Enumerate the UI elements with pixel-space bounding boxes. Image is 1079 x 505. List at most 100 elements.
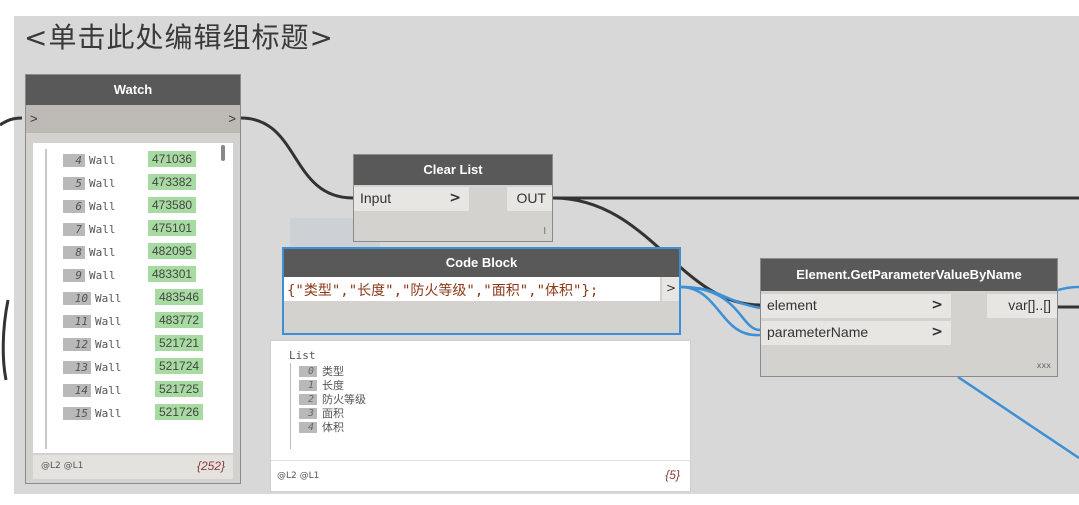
list-item: 13 Wall: [63, 356, 122, 378]
clear-list-title: Clear List: [423, 162, 483, 177]
list-item-value: 483546: [155, 289, 204, 305]
list-item-value: 521726: [155, 404, 204, 420]
wire-into-watch: [0, 116, 23, 127]
list-index: 13: [63, 360, 91, 374]
group-title[interactable]: <单击此处编辑组标题>: [24, 21, 334, 54]
get-parameter-output-port[interactable]: var[]..[]: [987, 294, 1057, 318]
chevron-right-icon: >: [449, 190, 461, 206]
watch-scrollbar[interactable]: [221, 145, 225, 161]
list-index: 10: [63, 291, 91, 305]
clear-list-header[interactable]: Clear List: [354, 155, 552, 185]
list-item-name: Wall: [95, 383, 122, 397]
list-item-value: 类型: [322, 365, 344, 378]
list-item-name: Wall: [95, 314, 122, 328]
chevron-right-icon: >: [666, 281, 677, 295]
list-item-name: Wall: [89, 222, 116, 236]
list-item-name: Wall: [89, 199, 116, 213]
list-index: 0: [299, 365, 317, 377]
list-index: 5: [63, 176, 85, 190]
output-port-label: OUT: [516, 190, 546, 206]
wire-codeblock-to-param1: [679, 285, 761, 337]
list-item-name: Wall: [95, 337, 122, 351]
preview-rail: [290, 363, 291, 449]
code-block-title: Code Block: [445, 255, 518, 270]
input-port-label: element: [767, 297, 817, 313]
preview-count: {5}: [665, 468, 680, 482]
list-item-value: 471036: [148, 151, 197, 167]
code-block-header[interactable]: Code Block: [284, 249, 679, 277]
watch-levels: @L2 @L1: [41, 461, 84, 471]
code-block-output-port[interactable]: >: [662, 277, 679, 301]
list-item-value: 473382: [148, 174, 197, 190]
preview-list-header: List: [289, 349, 316, 362]
list-index: 15: [63, 406, 91, 420]
list-item-value: 521721: [155, 335, 204, 351]
list-index: 2: [299, 393, 317, 405]
clear-list-input-port[interactable]: Input >: [354, 187, 469, 211]
clear-list-output-port[interactable]: OUT: [507, 187, 552, 211]
watch-header[interactable]: Watch: [26, 75, 240, 105]
lacing-indicator: xxx: [1036, 361, 1051, 370]
list-item-value: 体积: [322, 421, 344, 434]
list-item-value: 475101: [148, 220, 197, 236]
get-parameter-header[interactable]: Element.GetParameterValueByName: [761, 259, 1057, 291]
wire-blue-top-right: [1057, 285, 1079, 292]
list-index: 9: [63, 268, 85, 282]
chevron-right-icon: >: [931, 324, 943, 340]
get-parameter-title: Element.GetParameterValueByName: [796, 267, 1022, 282]
parametername-input-port[interactable]: parameterName >: [761, 321, 951, 345]
watch-count: {252}: [196, 459, 225, 473]
list-item: 4 体积: [299, 420, 366, 434]
list-item: 7 Wall: [63, 218, 116, 240]
preview-levels: @L2 @L1: [277, 471, 320, 481]
list-item: 2 防火等级: [299, 392, 366, 406]
element-input-port[interactable]: element >: [761, 294, 951, 318]
list-item: 0 类型: [299, 364, 366, 378]
lacing-indicator: l: [543, 227, 546, 237]
list-index: 12: [63, 337, 91, 351]
list-item-name: Wall: [95, 360, 122, 374]
get-parameter-node[interactable]: Element.GetParameterValueByName element …: [760, 258, 1058, 377]
list-item-value: 521724: [155, 358, 204, 374]
output-port-label: var[]..[]: [1008, 297, 1051, 313]
watch-input-port[interactable]: >: [30, 111, 38, 126]
wire-left-arc: [1, 299, 10, 381]
code-block-node[interactable]: Code Block {"类型","长度","防火等级","面积","体积"};…: [282, 247, 681, 335]
list-item-value: 防火等级: [322, 393, 366, 406]
list-item-name: Wall: [89, 245, 116, 259]
list-item: 12 Wall: [63, 333, 122, 355]
chevron-right-icon: >: [931, 297, 943, 313]
wire-codeblock-to-param3: [679, 285, 761, 332]
wire-watch-to-clearlist: [240, 116, 354, 200]
list-index: 7: [63, 222, 85, 236]
list-item: 15 Wall: [63, 402, 122, 424]
list-item: 10 Wall: [63, 287, 122, 309]
watch-output-port[interactable]: >: [228, 111, 236, 126]
list-index: 1: [299, 379, 317, 391]
list-item-name: Wall: [95, 406, 122, 420]
code-text[interactable]: {"类型","长度","防火等级","面积","体积"};: [287, 283, 599, 299]
clear-list-node[interactable]: Clear List Input > OUT l: [353, 154, 553, 242]
list-item-value: 483301: [148, 266, 197, 282]
list-index: 4: [63, 153, 85, 167]
watch-ports-bar: > >: [26, 105, 240, 133]
list-index: 4: [299, 421, 317, 433]
input-port-label: parameterName: [767, 324, 869, 340]
code-editor[interactable]: {"类型","长度","防火等级","面积","体积"};: [284, 277, 660, 301]
list-item-name: Wall: [95, 291, 122, 305]
